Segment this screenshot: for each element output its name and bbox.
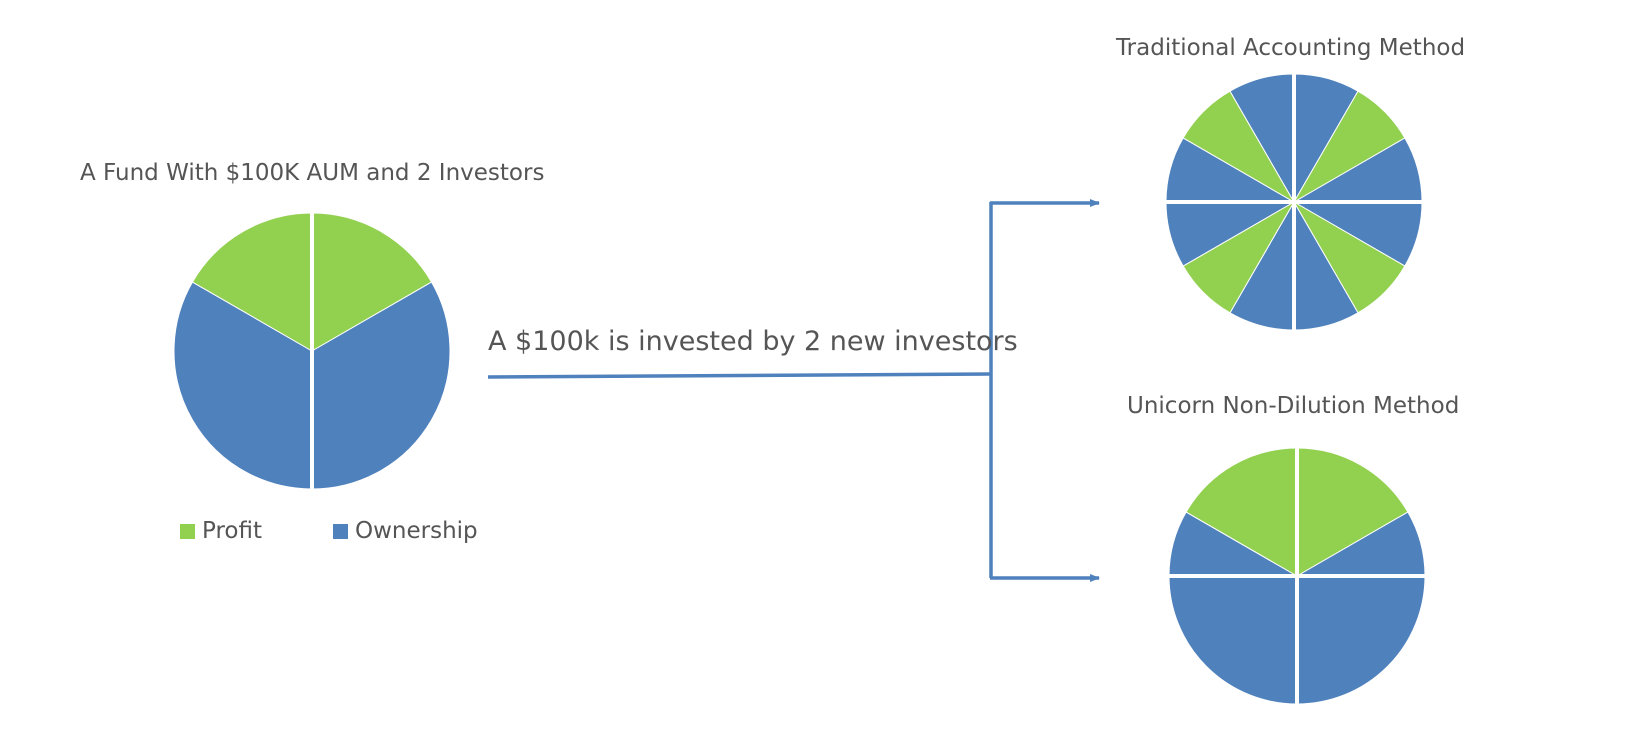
source-fund-pie	[173, 211, 451, 491]
nondilution-pie-slice-ownership-lower-left	[1168, 575, 1298, 705]
source-pie-slice-ownership-left	[173, 281, 313, 490]
flow-line-horizontal	[487, 372, 993, 379]
legend-item-ownership: Ownership	[333, 518, 478, 544]
traditional-method-pie	[1164, 72, 1424, 332]
legend-label-ownership: Ownership	[355, 518, 478, 544]
non-dilution-method-pie	[1167, 446, 1427, 706]
investment-caption: A $100k is invested by 2 new investors	[488, 326, 1018, 357]
source-pie-slice-profit-right	[311, 212, 433, 352]
investment-flow-arrows	[487, 199, 1100, 582]
nondilution-pie-slice-profit-upper-left	[1185, 447, 1298, 577]
traditional-method-title: Traditional Accounting Method	[1116, 35, 1466, 61]
nondilution-pie-slice-ownership-lower-right	[1296, 575, 1426, 705]
source-pie-slice-profit-left	[191, 212, 313, 352]
source-pie-slice-ownership-right	[311, 281, 451, 490]
legend-item-profit: Profit	[180, 518, 262, 544]
nondilution-pie-slice-profit-upper-right	[1296, 447, 1409, 577]
legend-swatch-profit	[180, 523, 195, 539]
non-dilution-method-title: Unicorn Non-Dilution Method	[1127, 393, 1460, 419]
source-fund-title: A Fund With $100K AUM and 2 Investors	[80, 160, 545, 186]
legend-label-profit: Profit	[202, 518, 262, 544]
legend-swatch-ownership	[333, 523, 348, 539]
